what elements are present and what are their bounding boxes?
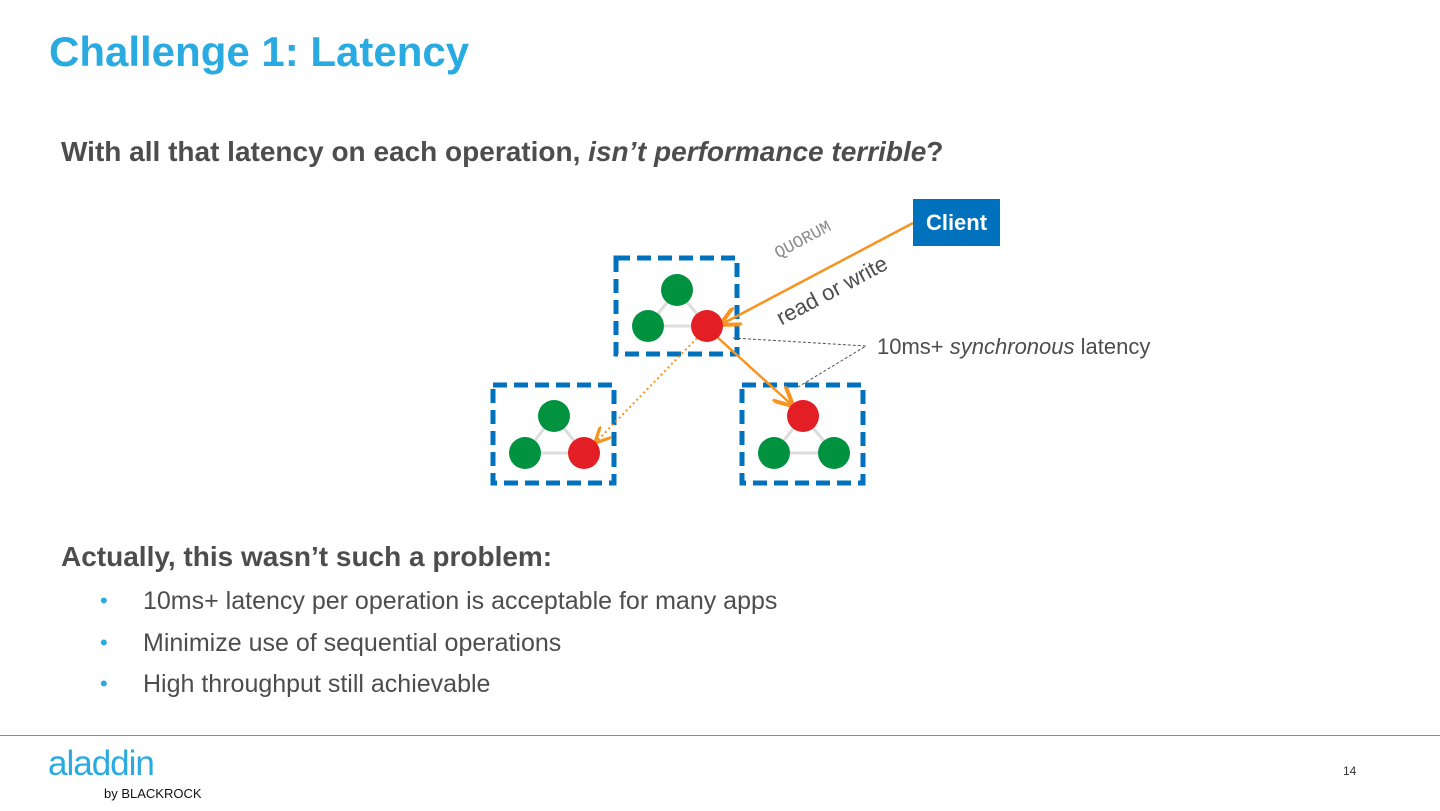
blackrock-byline: by BLACKROCK (104, 786, 202, 801)
cluster-box-right (739, 382, 866, 486)
client-box: Client (913, 199, 1000, 246)
page-number: 14 (1343, 764, 1357, 778)
latency-pointer-line (732, 337, 868, 388)
latency-italic: synchronous (949, 334, 1075, 359)
aladdin-logo: aladdin (48, 744, 155, 783)
subheading: Actually, this wasn’t such a problem: (61, 541, 553, 572)
client-label: Client (925, 209, 988, 235)
bullet-text: 10ms+ latency per operation is acceptabl… (143, 587, 778, 615)
node-red-icon (691, 310, 723, 342)
bullet-dot-icon: • (100, 671, 108, 696)
bullet-dot-icon: • (100, 629, 108, 655)
list-item: • Minimize use of sequential operations (100, 626, 777, 668)
bullet-text: High throughput still achievable (143, 670, 491, 698)
node-green-icon (818, 437, 850, 469)
node-red-icon (787, 400, 819, 432)
node-green-icon (758, 437, 790, 469)
latency-suffix: latency (1074, 334, 1151, 359)
footer-divider (0, 735, 1440, 736)
bullet-dot-icon: • (100, 588, 108, 613)
cluster-box-top (613, 255, 740, 357)
node-red-icon (568, 437, 600, 469)
question-heading: With all that latency on each operation,… (61, 136, 943, 168)
question-italic: isn’t performance terrible (588, 136, 927, 167)
client-request-arrow (722, 221, 914, 324)
latency-prefix: 10ms+ (877, 334, 950, 359)
list-item: • 10ms+ latency per operation is acceptab… (100, 584, 777, 626)
list-item: • High throughput still achievable (100, 667, 777, 709)
async-replication-arrow (596, 337, 698, 442)
node-green-icon (661, 274, 693, 306)
node-green-icon (538, 400, 570, 432)
slide-title: Challenge 1: Latency (49, 28, 470, 75)
node-green-icon (632, 310, 664, 342)
node-green-icon (509, 437, 541, 469)
bullet-list: • 10ms+ latency per operation is acceptab… (100, 584, 777, 709)
latency-annotation: 10ms+ synchronous latency (877, 334, 1150, 360)
sync-replication-arrow (715, 335, 792, 405)
bullet-text: Minimize use of sequential operations (143, 628, 562, 657)
question-plain: With all that latency on each operation, (61, 136, 589, 167)
cluster-box-left (490, 382, 617, 486)
question-end: ? (926, 136, 944, 167)
